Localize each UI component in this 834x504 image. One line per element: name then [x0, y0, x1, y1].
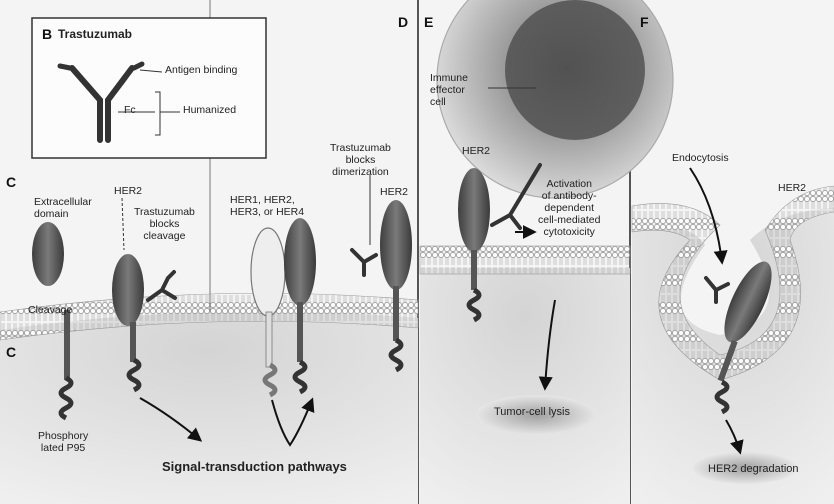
cytoplasm-e	[420, 268, 630, 504]
p95-stalk	[64, 310, 70, 380]
membrane-e	[420, 246, 630, 274]
extracellular-domain-label: Extracellular domain	[34, 196, 92, 220]
her2-label-d: HER2	[380, 186, 408, 198]
degradation-label: HER2 degradation	[708, 463, 799, 476]
antigen-binding-label: Antigen binding	[165, 64, 237, 76]
antibody-f-icon	[706, 278, 728, 302]
cleaved-extracellular-domain	[32, 222, 64, 286]
her2-label-f: HER2	[778, 182, 806, 194]
panel-c-letter-lower: C	[6, 344, 16, 360]
panel-b-letter: B	[42, 26, 52, 42]
her2-dimer-stalk	[297, 302, 303, 362]
cleavage-label: Cleavage	[28, 304, 72, 316]
her2-label-c: HER2	[114, 185, 142, 197]
her2-label-e: HER2	[462, 145, 490, 157]
cleavage-leader	[122, 198, 124, 250]
signal-pathways-label: Signal-transduction pathways	[162, 460, 347, 475]
her2-dimer-partner	[284, 218, 316, 306]
blocks-cleavage-label: Trastuzumab blocks cleavage	[134, 206, 195, 242]
her2-stalk-d	[393, 286, 399, 341]
panel-c-letter: C	[6, 174, 16, 190]
phosphorylated-p95-label: Phosphory lated P95	[38, 430, 88, 454]
her-family-label: HER1, HER2, HER3, or HER4	[230, 194, 304, 218]
her-family-receptor	[251, 228, 285, 316]
blocks-dimerization-label: Trastuzumab blocks dimerization	[330, 142, 391, 178]
panel-f-letter: F	[640, 14, 649, 30]
her2-stalk-c	[130, 322, 136, 362]
her2-stalk-e	[471, 250, 477, 290]
endocytosis-label: Endocytosis	[672, 152, 729, 164]
tumor-lysis-label: Tumor-cell lysis	[494, 406, 570, 419]
fc-label: Fc	[124, 104, 136, 116]
humanized-label: Humanized	[183, 104, 236, 116]
adcc-label: Activation of antibody- dependent cell-m…	[538, 178, 600, 238]
her2-receptor-c	[112, 254, 144, 326]
panel-b-title: Trastuzumab	[58, 28, 132, 42]
immune-cell-nucleus	[505, 0, 645, 140]
immune-cell-label: Immune effector cell	[430, 72, 468, 108]
her2-receptor-e	[458, 168, 490, 252]
panel-e-letter: E	[424, 14, 433, 30]
her-family-stalk	[266, 312, 272, 367]
antibody-d-icon	[352, 250, 376, 275]
panel-d-letter: D	[398, 14, 408, 30]
her2-receptor-d	[380, 200, 412, 290]
